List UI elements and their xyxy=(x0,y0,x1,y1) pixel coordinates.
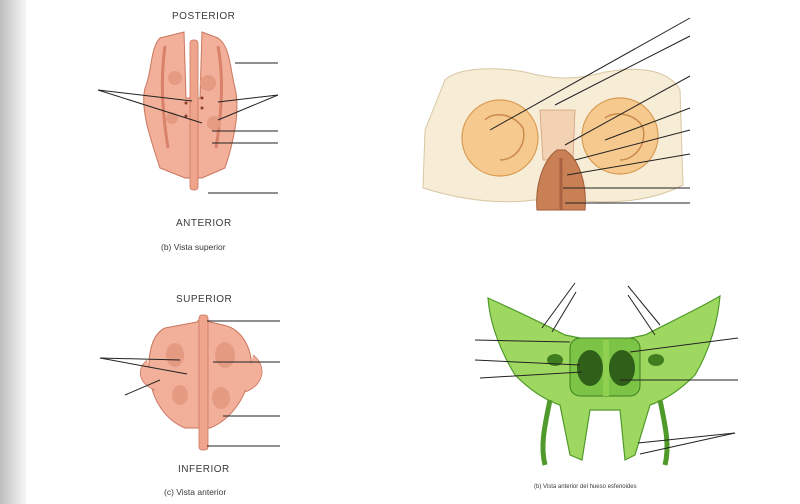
caption-vista-superior: (b) Vista superior xyxy=(161,242,226,252)
label-posterior: POSTERIOR xyxy=(172,11,236,22)
orbits-nasal-illustration xyxy=(422,17,691,211)
label-superior: SUPERIOR xyxy=(176,294,233,305)
scan-edge-shadow xyxy=(0,0,26,504)
ethmoid-anterior-illustration xyxy=(99,314,280,451)
caption-vista-anterior-esfenoides: (b) Vista anterior del hueso esfenoides xyxy=(534,484,637,490)
ethmoid-superior-illustration xyxy=(97,31,279,194)
label-inferior: INFERIOR xyxy=(178,464,230,475)
label-anterior: ANTERIOR xyxy=(176,218,232,229)
sphenoid-anterior-illustration xyxy=(474,282,739,466)
caption-vista-anterior: (c) Vista anterior xyxy=(164,487,227,497)
